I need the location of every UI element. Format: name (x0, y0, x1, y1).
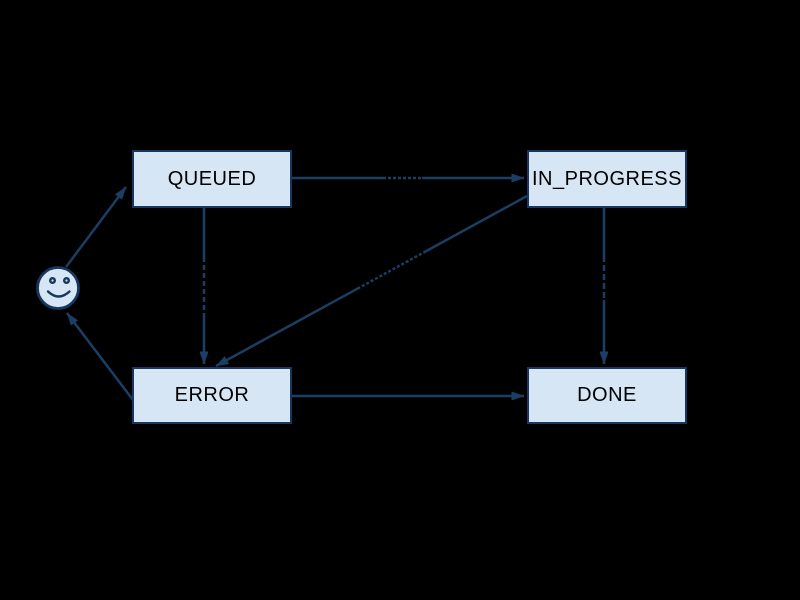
state-node-done: DONE (527, 367, 687, 424)
state-label: QUEUED (167, 167, 257, 190)
edge-in-progress-to-error (215, 194, 528, 368)
smiley-right-eye (62, 277, 70, 285)
edge-start-to-queued (65, 186, 127, 268)
edge-error-to-start (66, 312, 134, 401)
smiley-mouth (46, 290, 71, 298)
smiley-left-eye (49, 277, 57, 285)
state-node-in-progress: IN_PROGRESS (527, 150, 687, 208)
state-node-queued: QUEUED (132, 150, 292, 208)
state-node-error: ERROR (132, 367, 292, 424)
state-label: ERROR (174, 384, 250, 406)
start-state-smiley-icon (36, 266, 80, 310)
state-label: IN_PROGRESS (532, 167, 682, 190)
state-label: DONE (577, 384, 637, 406)
